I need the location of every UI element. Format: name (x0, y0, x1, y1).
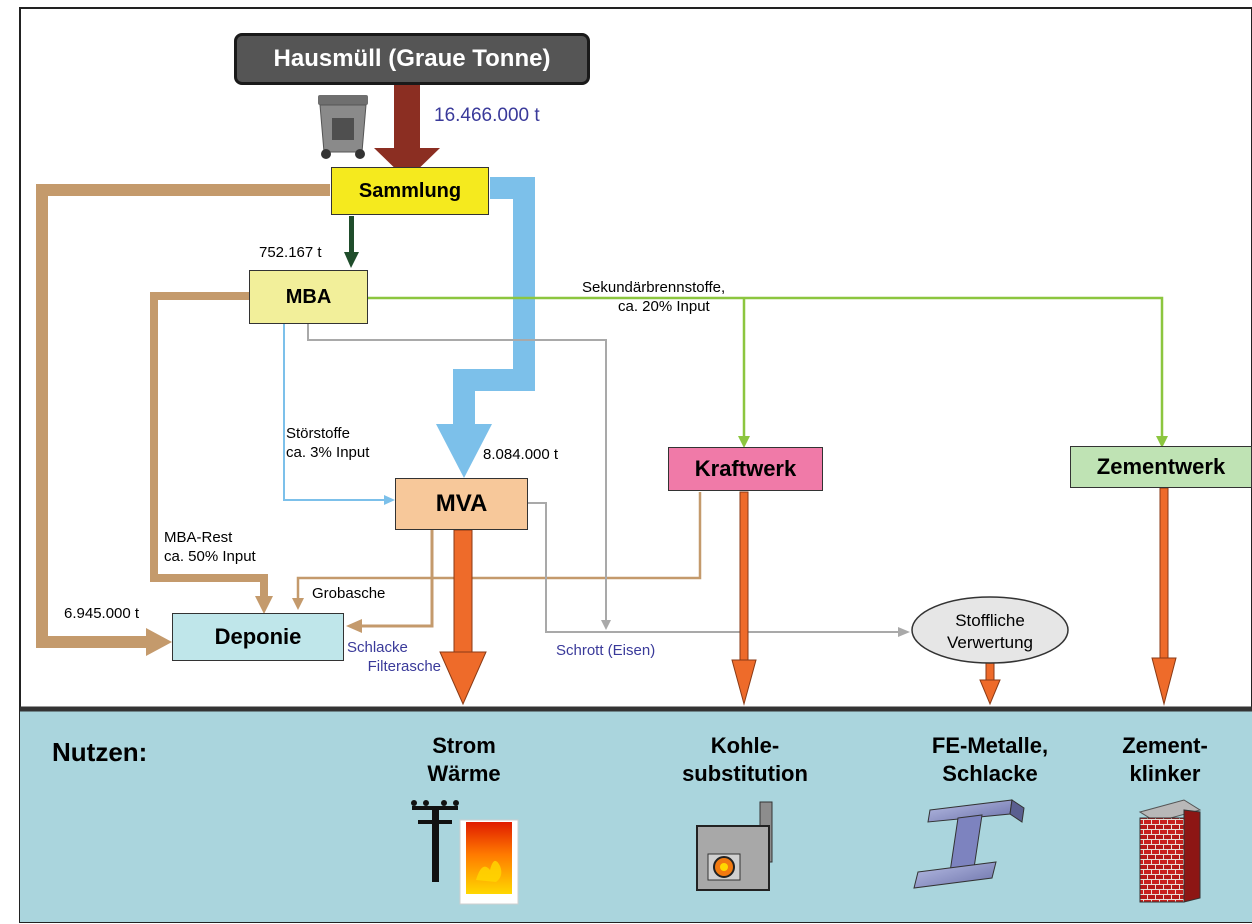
benefit-coal-line-1: Kohle- (710, 733, 780, 758)
flow-cement-to-clinker (1159, 487, 1169, 661)
benefit-clinker: Zement- klinker (1085, 732, 1245, 788)
flow-bottom-ash-to-landfill (296, 492, 702, 600)
flow-impurities-to-mva (283, 324, 386, 501)
steel-beam-icon (913, 799, 1025, 889)
source-label: Hausmüll (Graue Tonne) (273, 45, 551, 72)
impurities-label: Störstoffe ca. 3% Input (286, 424, 369, 462)
secondary-fuel-label: Sekundärbrennstoffe, ca. 20% Input (582, 278, 746, 316)
flow-collection-to-mva (453, 177, 535, 428)
benefit-band (20, 708, 1252, 922)
benefit-energy-line-2: Wärme (427, 761, 501, 786)
benefit-metals: FE-Metalle, Schlacke (895, 732, 1085, 788)
arrowhead-recycling (898, 627, 910, 637)
benefits-heading: Nutzen: (52, 737, 148, 767)
mba-amount-label: 752.167 t (259, 244, 322, 261)
source-box: Hausmüll (Graue Tonne) (234, 33, 590, 85)
arrowhead-mva (436, 424, 492, 478)
secondary-fuel-line-2: ca. 20% Input (618, 298, 710, 315)
power-plant-label: Kraftwerk (694, 456, 797, 481)
flow-mba-rest-to-landfill (150, 292, 268, 598)
flow-slag-to-landfill (360, 530, 434, 628)
mba-rest-line-2: ca. 50% Input (164, 548, 256, 565)
recycling-node (911, 596, 1069, 664)
arrowhead-power (738, 436, 750, 448)
flow-power-to-coal-substitution (739, 491, 749, 663)
benefit-energy-line-1: Strom (432, 733, 496, 758)
secondary-fuel-line-1: Sekundärbrennstoffe, (582, 279, 726, 296)
mva-box: MVA (395, 478, 528, 530)
landfill-box: Deponie (172, 613, 344, 661)
arrowhead-bottom-ash (292, 598, 304, 610)
arrowhead-mba (344, 252, 359, 268)
power-plant-box: Kraftwerk (668, 447, 823, 491)
total-amount-label: 16.466.000 t (434, 105, 540, 126)
slag-label: Schlacke Filterasche (347, 638, 441, 676)
arrowhead-landfill-left (146, 628, 172, 656)
flow-collection-to-mba (349, 216, 354, 256)
collection-label: Sammlung (358, 179, 462, 202)
flow-source-to-collection (394, 82, 420, 150)
flow-mva-to-energy (453, 529, 473, 655)
flow-secondary-fuel-to-cement (368, 296, 1164, 440)
arrowhead-clinker (1151, 657, 1177, 706)
benefit-coal-substitution: Kohle- substitution (650, 732, 840, 788)
furnace-icon (696, 801, 773, 891)
brick-wall-icon (1138, 799, 1202, 903)
benefit-coal-line-2: substitution (682, 761, 808, 786)
collection-box: Sammlung (331, 167, 489, 215)
benefit-metals-line-1: FE-Metalle, (931, 733, 1049, 758)
mba-rest-line-1: MBA-Rest (164, 529, 233, 546)
cement-plant-label: Zementwerk (1096, 454, 1226, 479)
arrowhead-mba-scrap (601, 620, 611, 630)
arrowhead-energy (439, 651, 487, 706)
slag-line-1: Schlacke (347, 639, 408, 656)
arrowhead-collection (374, 148, 440, 180)
impurities-line-1: Störstoffe (286, 425, 350, 442)
arrowhead-coal-substitution (731, 659, 757, 706)
flow-mba-scrap (307, 324, 607, 624)
impurities-line-2: ca. 3% Input (286, 444, 370, 461)
waste-bin-icon (318, 95, 368, 159)
mba-rest-label: MBA-Rest ca. 50% Input (164, 528, 256, 566)
arrowhead-mba-rest (255, 596, 273, 614)
bottom-ash-label: Grobasche (312, 585, 386, 602)
arrowhead-metals (979, 679, 1001, 706)
arrowhead-slag (346, 619, 362, 633)
arrowhead-impurities (384, 495, 395, 505)
landfill-label: Deponie (214, 624, 302, 649)
benefit-energy: Strom Wärme (384, 732, 544, 788)
arrowhead-cement (1156, 436, 1168, 448)
benefit-metals-line-2: Schlacke (942, 761, 1038, 786)
recycling-label-line-1: Stoffliche (955, 611, 1025, 630)
recycling-label-line-2: Verwertung (947, 633, 1033, 652)
slag-line-2: Filterasche (367, 658, 441, 675)
cement-plant-box: Zementwerk (1070, 446, 1252, 488)
scrap-label: Schrott (Eisen) (556, 642, 656, 659)
power-pylon-fire-icon (411, 800, 519, 905)
mva-label: MVA (435, 490, 488, 517)
flow-collection-to-landfill (36, 184, 330, 648)
mba-box: MBA (249, 270, 368, 324)
landfill-amount-label: 6.945.000 t (64, 605, 140, 622)
recycling-label: Stoffliche Verwertung (912, 610, 1068, 654)
mva-amount-label: 8.084.000 t (483, 446, 559, 463)
benefit-clinker-line-2: klinker (1129, 761, 1201, 786)
flow-mva-scrap (528, 502, 900, 633)
benefit-clinker-line-1: Zement- (1122, 733, 1208, 758)
mba-label: MBA (285, 285, 332, 308)
